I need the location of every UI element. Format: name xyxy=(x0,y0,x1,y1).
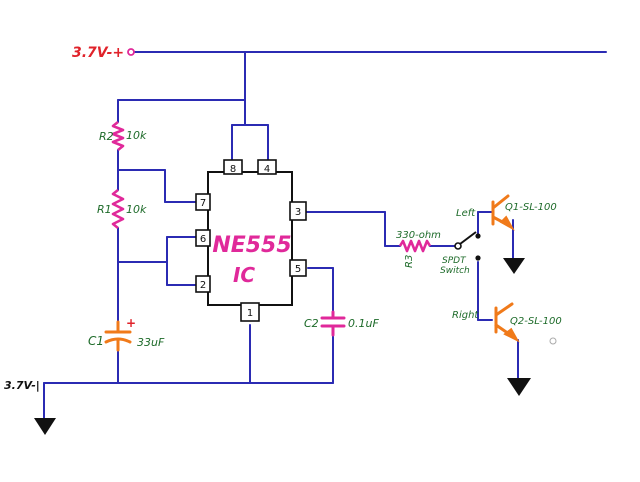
pin-5-box xyxy=(289,259,307,277)
pin-8-box xyxy=(223,159,243,175)
pin-5-label: 5 xyxy=(295,264,301,275)
switch-lever xyxy=(459,231,477,245)
c1-value: 33uF xyxy=(137,336,165,349)
transistor-q1-symbol xyxy=(491,194,515,231)
pin-7-label: 7 xyxy=(200,198,206,209)
switch-left-label: Left xyxy=(456,208,476,219)
ground-icon xyxy=(34,418,56,435)
ground-icon-q2 xyxy=(507,378,531,396)
r2-value: 10k xyxy=(126,129,147,142)
c1-name: C1 xyxy=(88,334,104,348)
switch-right-label: Right xyxy=(452,310,479,321)
pin-1-box xyxy=(240,302,260,322)
pin-1-label: 1 xyxy=(247,308,253,319)
pin-6-label: 6 xyxy=(200,234,206,245)
switch-common-terminal xyxy=(454,242,462,250)
ic-type: IC xyxy=(233,263,255,287)
switch-left-terminal xyxy=(475,233,481,239)
supply-terminal xyxy=(127,48,135,56)
c2-value: 0.1uF xyxy=(348,317,379,330)
c1-polarity: + xyxy=(126,316,136,330)
ground-icon-q1 xyxy=(503,258,525,274)
pin-2-label: 2 xyxy=(200,280,206,291)
switch-right-terminal xyxy=(475,255,481,261)
wires xyxy=(43,51,607,419)
pin-6-box xyxy=(195,229,211,247)
switch-type: SPDT xyxy=(442,256,467,266)
c2-name: C2 xyxy=(304,317,319,330)
stray-mark xyxy=(549,337,557,345)
resistor-r3-symbol xyxy=(398,239,432,253)
resistor-r2-symbol xyxy=(111,120,125,152)
ne555-ic: 8 4 7 6 2 3 5 1 NE555 IC xyxy=(195,159,307,322)
transistor-q2-symbol xyxy=(494,302,520,343)
r3-name: R3 xyxy=(404,255,415,268)
spdt-switch xyxy=(454,231,481,261)
positive-supply-label: 3.7V-+ xyxy=(72,45,124,61)
r2-name: R2 xyxy=(99,130,114,143)
pin-2-box xyxy=(195,275,211,293)
r1-name: R1 xyxy=(97,203,112,216)
switch-word: Switch xyxy=(440,266,470,276)
resistor-r1-symbol xyxy=(111,188,125,230)
q2-label: Q2-SL-100 xyxy=(510,316,562,327)
r1-value: 10k xyxy=(126,203,147,216)
pin-8-label: 8 xyxy=(230,164,236,175)
capacitor-c2-symbol xyxy=(320,310,346,337)
pin-3-box xyxy=(289,201,307,221)
pin-7-box xyxy=(195,193,211,211)
negative-supply-label: 3.7V-| xyxy=(4,379,40,392)
ic-name: NE555 xyxy=(212,233,291,258)
r3-value: 330-ohm xyxy=(396,230,441,241)
pin-4-label: 4 xyxy=(264,164,270,175)
pin-4-box xyxy=(257,159,277,175)
pin-3-label: 3 xyxy=(295,207,301,218)
capacitor-c1-symbol xyxy=(104,320,132,352)
q1-label: Q1-SL-100 xyxy=(505,202,557,213)
